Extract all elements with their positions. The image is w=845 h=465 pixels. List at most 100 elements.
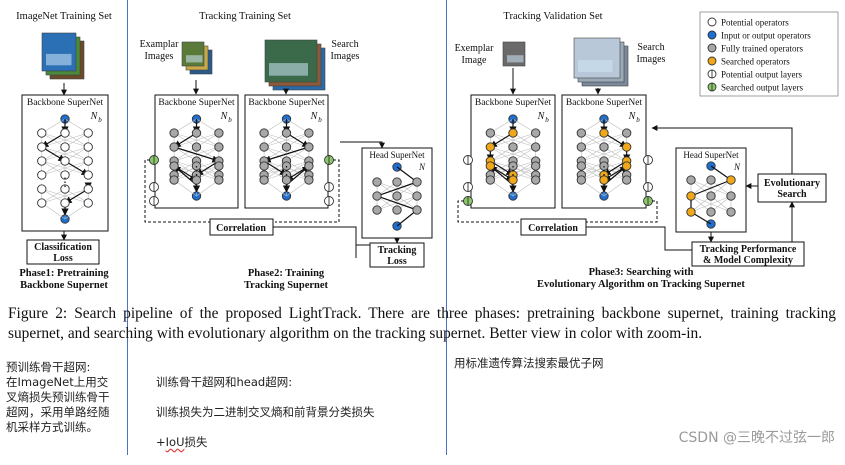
p2-head-path bbox=[376, 181, 418, 197]
p1-supernet-edge bbox=[41, 160, 89, 176]
p3-supernet-left-node bbox=[485, 161, 495, 171]
p1-supernet-symbol-sub: b bbox=[98, 116, 102, 124]
p1-supernet-node bbox=[60, 170, 70, 180]
p3-bus-left bbox=[457, 200, 521, 223]
p3-supernet-left-node bbox=[531, 161, 541, 171]
p1-supernet-node bbox=[37, 128, 47, 138]
p1-supernet-node bbox=[60, 184, 70, 194]
p3-evo-box bbox=[757, 173, 827, 203]
p2-head-node bbox=[412, 205, 422, 215]
p2-supernet-right-node bbox=[281, 175, 292, 185]
p3-supernet-left-node bbox=[531, 142, 541, 152]
p2-supernet-right-symbol-sub: b bbox=[318, 116, 322, 124]
note-phase1: 预训练骨干超网: 在ImageNet上用交叉熵损失预训练骨干超网，采用单路经随机… bbox=[6, 360, 110, 434]
p1-supernet-edge bbox=[41, 132, 89, 148]
p2-bus-left bbox=[144, 159, 210, 223]
p2-supernet-left-node bbox=[169, 142, 179, 152]
p3-phase-title-2: Evolutionary Algorithm on Tracking Super… bbox=[537, 279, 745, 290]
p2-loss-label-2: Loss bbox=[387, 256, 407, 267]
p3-head-node bbox=[686, 191, 696, 201]
p2-supernet-left-node bbox=[214, 128, 224, 138]
p3-search-label-1: Search bbox=[637, 42, 664, 53]
p3-perf-box bbox=[691, 241, 805, 267]
p2-head-node bbox=[412, 191, 422, 201]
p2-correlation-label: Correlation bbox=[216, 223, 266, 234]
p3-supernet-right-symbol-sub: b bbox=[636, 116, 640, 124]
note-phase2: 训练骨干超网和head超网: 训练损失为二进制交叉熵和前背景分类损失 +IoU损… bbox=[156, 360, 436, 465]
p3-head-edge bbox=[690, 195, 732, 213]
p3-head-node bbox=[726, 175, 736, 185]
p3-supernet-left-node bbox=[485, 175, 495, 185]
p2-phase-title-1: Phase2: Training bbox=[248, 268, 325, 279]
p3-supernet-right-node bbox=[576, 142, 586, 152]
p3-supernet-right-node bbox=[576, 175, 586, 185]
p1-supernet-node bbox=[83, 184, 93, 194]
p3-supernet-right-node bbox=[599, 142, 609, 152]
p3-supernet-right-node bbox=[599, 128, 609, 138]
p3-supernet-right-node bbox=[576, 161, 586, 171]
p1-supernet-node bbox=[37, 156, 47, 166]
p2-head-node bbox=[392, 191, 402, 201]
legend-box bbox=[699, 11, 839, 97]
p3-supernet-right-node bbox=[576, 128, 586, 138]
p1-supernet-node bbox=[37, 142, 47, 152]
p3-head-node bbox=[726, 207, 736, 217]
p3-head-node bbox=[726, 191, 736, 201]
p2-supernet-right-node bbox=[304, 128, 314, 138]
p1-supernet-node bbox=[60, 142, 70, 152]
p2-head-label: Head SuperNet bbox=[369, 150, 425, 160]
p3-head-node bbox=[686, 175, 696, 185]
note-phase3: 用标准遗传算法搜索最优子网 bbox=[454, 356, 604, 370]
legend-label-potential: Potential operators bbox=[721, 18, 789, 28]
p3-supernet-right-node bbox=[622, 161, 632, 171]
p2-supernet-left-node bbox=[191, 142, 202, 152]
p3-supernet-right-node bbox=[622, 128, 632, 138]
p3-supernet-left-node bbox=[531, 128, 541, 138]
p2-supernet-left-node bbox=[191, 128, 202, 138]
p3-supernet-right-label: Backbone SuperNet bbox=[566, 98, 643, 108]
p3-head-node bbox=[706, 175, 716, 185]
p3-supernet-left-edge bbox=[490, 132, 536, 148]
p3-evo-label-1: Evolutionary bbox=[764, 178, 820, 189]
p1-supernet-edge bbox=[41, 188, 89, 204]
p3-head-node bbox=[706, 191, 716, 201]
p2-supernet-right-node bbox=[281, 161, 292, 171]
p3-perf-label-1: Tracking Performance bbox=[700, 244, 797, 255]
note-phase2-prefix: + bbox=[156, 435, 166, 449]
p2-head-node bbox=[372, 191, 382, 201]
p3-search-image-highlight bbox=[578, 60, 613, 72]
p2-supernet-right-node bbox=[259, 175, 269, 185]
p2-supernet-left-node bbox=[169, 175, 179, 185]
p1-supernet-node bbox=[60, 128, 70, 138]
p2-exemplar-label-2: Images bbox=[145, 51, 174, 62]
p3-corr-to-perf bbox=[586, 226, 700, 251]
p2-head-node bbox=[372, 205, 382, 215]
p3-phase-title-1: Phase3: Searching with bbox=[589, 267, 694, 278]
p3-supernet-right-node bbox=[599, 175, 609, 185]
p1-supernet-node bbox=[83, 128, 93, 138]
p1-supernet-label: Backbone SuperNet bbox=[27, 98, 104, 108]
p3-supernet-left-symbol: N bbox=[537, 111, 546, 122]
p2-head-node bbox=[392, 177, 402, 187]
p2-loss-label-1: Tracking bbox=[378, 245, 417, 256]
p3-supernet-right-node bbox=[599, 161, 609, 171]
p3-supernet-left-node bbox=[485, 128, 495, 138]
p1-supernet-edge bbox=[41, 146, 89, 162]
p1-phase-title-1: Phase1: Pretraining bbox=[19, 268, 109, 279]
legend-marker-searched bbox=[707, 56, 717, 66]
p2-supernet-left-symbol: N bbox=[220, 111, 229, 122]
p2-head-path bbox=[376, 195, 418, 211]
figure-caption: Figure 2: Search pipeline of the propose… bbox=[8, 305, 836, 342]
p3-exemplar-image-highlight bbox=[507, 55, 524, 63]
p2-supernet-left-symbol-sub: b bbox=[228, 116, 232, 124]
p3-supernet-left-edge bbox=[490, 146, 536, 162]
p3-supernet-right-edge bbox=[581, 146, 627, 162]
p1-phase-title-2: Backbone Supernet bbox=[20, 280, 108, 291]
p2-head-node bbox=[412, 177, 422, 187]
p2-supernet-left-node bbox=[214, 142, 224, 152]
p1-loss-box bbox=[26, 239, 100, 265]
p2-supernet-left-label: Backbone SuperNet bbox=[158, 98, 235, 108]
p2-supernet-left-path-edge bbox=[173, 146, 220, 163]
p3-head-node bbox=[706, 207, 716, 217]
p1-supernet-symbol: N bbox=[90, 111, 99, 122]
